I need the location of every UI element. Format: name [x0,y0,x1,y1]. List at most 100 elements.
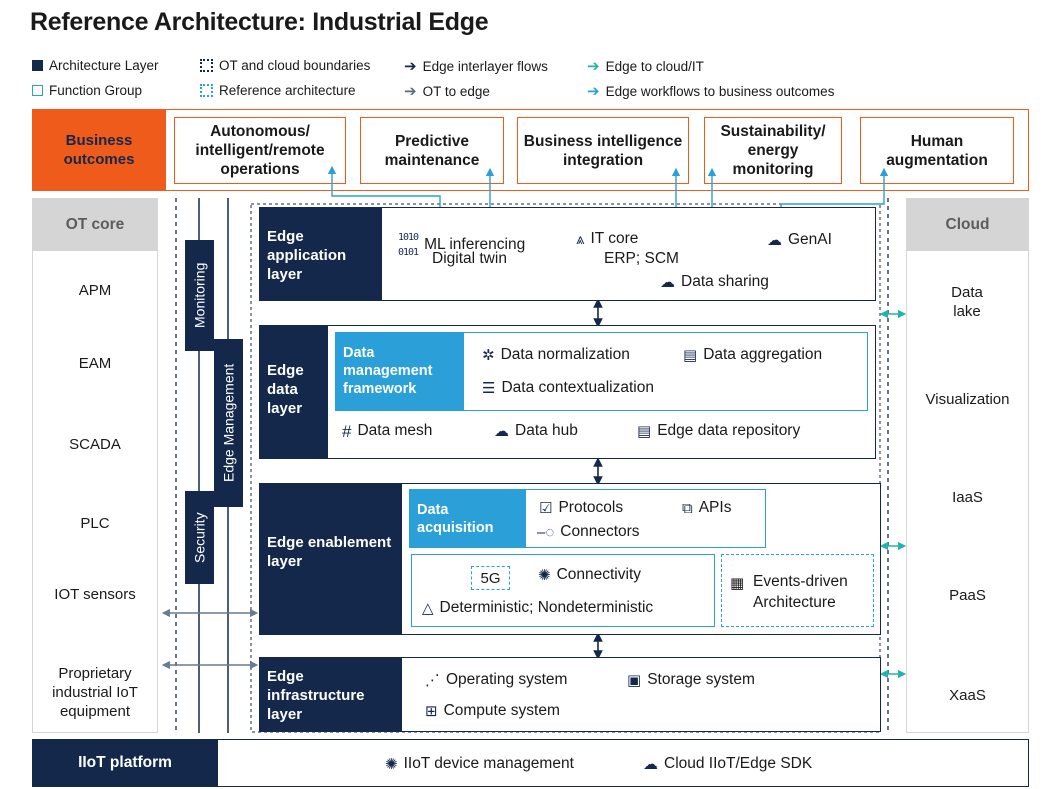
connector-icon: –◌ [537,523,555,541]
data-aggregation-item: ▤ Data aggregation [683,346,822,364]
dotted-square-icon [200,84,213,97]
connectivity-label: Connectivity [556,566,642,583]
edge-infrastructure-layer-label: Edge infrastructure layer [259,657,402,732]
erp-scm-item: ERP; SCM [604,250,679,268]
legend-ot-cloud-boundaries: OT and cloud boundaries [200,58,370,73]
ot-item-eam: EAM [78,355,112,372]
deterministic-item: △ Deterministic; Nondeterministic [422,599,653,617]
connectivity-item: ✺ Connectivity [538,566,641,584]
network-nodes-icon: ⩓ [576,230,585,248]
dotted-square-icon [200,59,213,72]
edge-enablement-layer-label: Edge enablement layer [259,483,402,635]
digital-twin-label: Digital twin [432,250,507,267]
solid-square-icon [32,60,43,71]
digital-twin-item: Digital twin [432,250,507,268]
cloud-item-visualization: Visualization [925,391,1010,408]
deterministic-label: Deterministic; Nondeterministic [439,599,654,616]
edge-data-layer-label: Edge data layer [259,325,328,459]
stack-icon: ☰ [482,379,496,397]
connectors-item: –◌ Connectors [537,523,640,541]
checklist-icon: ☑ [539,499,553,517]
legend-edge-to-cloud: ➔ Edge to cloud/IT [587,57,704,75]
data-mesh-label: Data mesh [357,422,433,439]
ot-item-proprietary: Proprietary industrial IoT equipment [52,665,138,720]
legend-label: Reference architecture [219,83,356,98]
legend-label: Edge workflows to business outcomes [605,83,835,99]
events-group [721,554,874,627]
business-outcomes-label: Business outcomes [32,109,166,191]
cloud-sdk-item: ☁ Cloud IIoT/Edge SDK [643,755,812,773]
apis-item: ⧉ APIs [682,499,731,517]
data-normalization-item: ✲ Data normalization [482,346,630,364]
triangle-network-icon: △ [422,599,434,617]
legend-edge-interlayer: ➔ Edge interlayer flows [404,57,548,75]
legend-label: OT and cloud boundaries [219,58,371,73]
edge-management-bar: Edge Management [214,339,243,507]
legend-label: Edge interlayer flows [422,58,548,74]
data-contextualization-label: Data contextualization [501,379,654,396]
server-icon: ⊞ [425,702,438,720]
connectivity-group [411,554,715,627]
compute-system-label: Compute system [443,702,560,719]
legend-label: OT to edge [422,83,490,99]
ot-item-apm: APM [78,282,112,299]
chip-globe-icon: ✺ [385,755,398,773]
cloud-gear-icon: ☁ [643,755,658,773]
operating-system-item: ⋰ Operating system [425,671,567,689]
legend-architecture-layer: Architecture Layer [32,58,159,73]
arrow-right-icon: ➔ [587,58,600,75]
data-hub-label: Data hub [515,422,578,439]
compute-system-item: ⊞ Compute system [425,702,560,720]
operating-system-label: Operating system [446,671,568,688]
cloud-db-icon: ☁ [494,422,509,440]
repository-icon: ▤ [637,422,652,440]
arrow-right-icon: ➔ [404,83,417,100]
data-acquisition-label: Data acquisition [409,489,526,548]
data-sharing-label: Data sharing [681,273,769,290]
storage-system-item: ▣ Storage system [627,671,755,689]
genai-item: ☁ GenAI [767,231,832,249]
data-mesh-item: # Data mesh [342,422,432,440]
it-core-label: IT core [590,230,639,247]
reference-architecture-outline [250,203,881,733]
cloud-item-iaas: IaaS [952,489,983,506]
genai-sparkle-icon: ☁ [767,231,782,249]
fiveg-badge: 5G [471,566,510,590]
data-hub-item: ☁ Data hub [494,422,578,440]
share-nodes-icon: ⋰ [425,671,440,689]
outcome-business-intelligence: Business intelligence integration [517,117,689,184]
calendar-icon: ▦ [730,575,745,592]
cloud-header: Cloud [906,198,1029,251]
erp-scm-label: ERP; SCM [604,250,679,267]
storage-drive-icon: ▣ [627,671,642,689]
mesh-grid-icon: # [342,421,352,441]
edge-application-layer-label: Edge application layer [259,207,382,301]
apis-label: APIs [698,499,732,516]
events-driven-label: Events-driven Architecture [753,573,848,611]
monitoring-bar: Monitoring [185,240,214,351]
data-sharing-item: ☁ Data sharing [660,273,769,291]
connectors-label: Connectors [560,523,640,540]
outline-square-icon [32,85,43,96]
code-window-icon: ⧉ [682,499,693,517]
cloud-item-xaas: XaaS [949,687,986,704]
edge-data-repository-label: Edge data repository [657,422,801,439]
ot-item-iot-sensors: IOT sensors [54,586,136,603]
ot-core-header: OT core [32,198,158,251]
legend-label: Function Group [49,83,143,98]
security-bar: Security [185,491,214,584]
ot-item-scada: SCADA [69,436,121,453]
data-management-framework-label: Data management framework [335,332,464,411]
legend-label: Edge to cloud/IT [605,58,704,74]
outcome-sustainability: Sustainability/ energy monitoring [704,117,842,184]
protocols-item: ☑ Protocols [539,499,623,517]
cloud-sdk-label: Cloud IIoT/Edge SDK [664,755,813,772]
cloud-share-icon: ☁ [660,273,675,291]
edge-data-repository-item: ▤ Edge data repository [637,422,800,440]
storage-system-label: Storage system [647,671,755,688]
globe-icon: ✺ [538,566,551,584]
data-aggregation-label: Data aggregation [703,346,823,363]
database-icon: ▤ [683,346,698,364]
